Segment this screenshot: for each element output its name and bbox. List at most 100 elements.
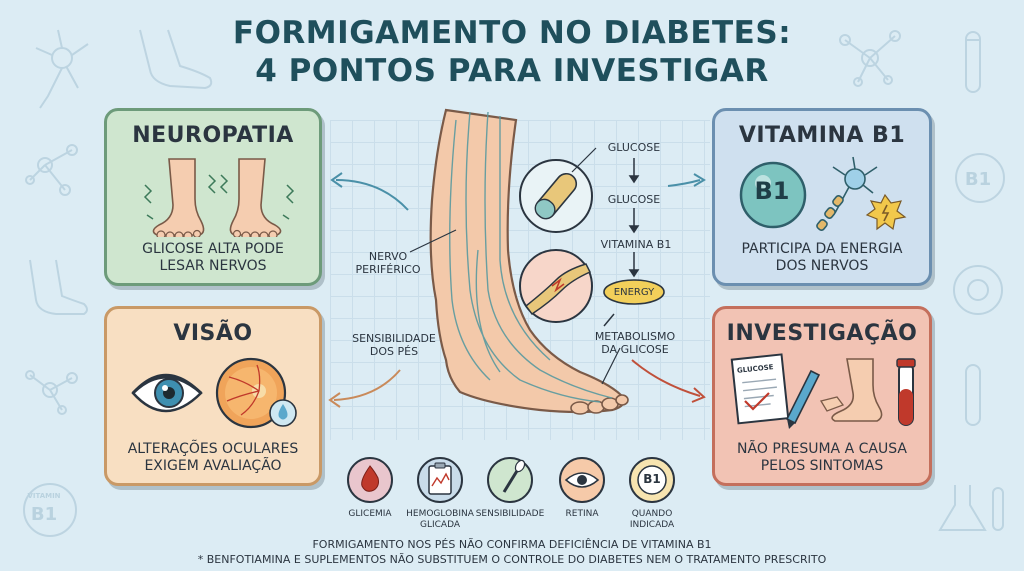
desc-line-2: LESAR NERVOS — [159, 258, 267, 274]
molecule-decor-icon — [25, 144, 78, 196]
page-title: FORMIGAMENTO NO DIABETES: 4 PONTOS PARA … — [0, 14, 1024, 90]
label-energy: ENERGY — [613, 287, 655, 298]
neuron-icon — [816, 156, 878, 231]
clipboard-chart-icon — [417, 457, 463, 503]
panel-title: INVESTIGAÇÃO — [726, 321, 918, 346]
label-metabolismo-glicose: METABOLISMO DA GLICOSE — [580, 330, 690, 356]
panel-description: GLICOSE ALTA PODE LESAR NERVOS — [107, 241, 319, 275]
b1-decor-text: B1 — [965, 169, 991, 190]
panel-description: ALTERAÇÕES OCULARES EXIGEM AVALIAÇÃO — [107, 441, 319, 475]
damaged-nerve-icon — [519, 249, 593, 323]
icon-label-line-1: SENSIBILIDADE — [475, 509, 545, 519]
leader-line — [601, 347, 621, 385]
icon-label-line-2: INDICADA — [629, 520, 675, 530]
desc-line-1: NÃO PRESUMA A CAUSA — [737, 441, 907, 457]
foot-decor-icon — [29, 259, 88, 315]
footer-line-1: FORMIGAMENTO NOS PÉS NÃO CONFIRMA DEFICI… — [312, 538, 712, 551]
b1-decor-text: B1 — [31, 504, 57, 525]
icon-label-quando-indicada: QUANDO INDICADA — [607, 509, 697, 531]
water-drop-icon — [269, 399, 297, 427]
panel-title: NEUROPATIA — [132, 123, 294, 148]
desc-line-1: PARTICIPA DA ENERGIA — [741, 241, 903, 257]
test-tube-decor-icon — [965, 31, 981, 93]
label-line-2: PERIFÉRICO — [355, 263, 421, 276]
label-line-2: DA GLICOSE — [601, 343, 669, 356]
leader-line — [571, 147, 597, 173]
eye-icon — [559, 457, 605, 503]
tingling-feet-icon — [143, 158, 295, 237]
monofilament-icon — [487, 457, 533, 503]
flask-decor-icon — [938, 485, 1004, 531]
leader-line — [409, 229, 457, 253]
panel-neuropatia: NEUROPATIA GLICOSE ALTA PODE LESAR NERVO… — [104, 108, 322, 286]
eye-decor-icon — [953, 265, 1003, 315]
foot-decor-icon — [139, 29, 213, 90]
icon-label-glicemia: GLICEMIA — [325, 509, 415, 520]
arrow-to-visao — [328, 369, 401, 408]
energy-pill — [603, 279, 665, 305]
desc-line-1: GLICOSE ALTA PODE — [142, 241, 284, 257]
arrow-to-investigacao — [631, 359, 706, 403]
investigation-illustration — [730, 353, 916, 429]
label-line-1: NERVO — [368, 250, 408, 263]
vitamin-nerve-illustration — [739, 156, 907, 231]
label-glucose-mid: GLUCOSE — [607, 193, 661, 206]
pen-icon — [785, 369, 821, 429]
panel-description: NÃO PRESUMA A CAUSA PELOS SINTOMAS — [715, 441, 929, 475]
panel-vitamina-b1: VITAMINA B1 B1 PARTICIPA DA ENERGIA DOS … — [712, 108, 932, 286]
label-line-2: DOS PÉS — [369, 345, 419, 358]
molecule-decor-icon — [25, 370, 78, 415]
energy-burst-icon — [865, 193, 907, 231]
label-vitamina-b1: VITAMINA B1 — [600, 238, 672, 251]
footer-line-2: * BENFOTIAMINA E SUPLEMENTOS NÃO SUBSTIT… — [197, 553, 827, 566]
label-sensibilidade-pes: SENSIBILIDADE DOS PÉS — [344, 332, 444, 358]
icon-label-line-2: GLICADA — [419, 520, 460, 530]
arrow-to-vitamina — [667, 173, 706, 187]
foot-icon — [819, 358, 883, 422]
arrow-to-neuropatia — [330, 172, 409, 211]
nerve-cross-section-icon — [519, 159, 593, 233]
title-line-1: FORMIGAMENTO NO DIABETES: — [232, 15, 792, 51]
eye-icon — [131, 373, 203, 413]
b1-decor-icon — [955, 153, 1005, 203]
leg-illustration — [429, 108, 629, 415]
vitamin-b1-icon — [629, 457, 675, 503]
icon-label-sensibilidade: SENSIBILIDADE — [465, 509, 555, 520]
nerve-lines — [449, 111, 613, 403]
desc-line-2: EXIGEM AVALIAÇÃO — [144, 458, 282, 474]
label-line-1: SENSIBILIDADE — [352, 332, 436, 345]
title-line-2: 4 PONTOS PARA INVESTIGAR — [255, 53, 769, 89]
b1-decor-icon — [23, 483, 77, 537]
icon-label-line-1: HEMOGLOBINA — [406, 509, 474, 519]
label-nervo-periferico: NERVO PERIFÉRICO — [348, 250, 428, 276]
panel-description: PARTICIPA DA ENERGIA DOS NERVOS — [715, 241, 929, 275]
test-tube-decor-icon — [965, 364, 981, 426]
desc-line-2: PELOS SINTOMAS — [760, 458, 884, 474]
icon-label-hemoglobina: HEMOGLOBINA GLICADA — [395, 509, 485, 531]
icon-label-retina: RETINA — [537, 509, 627, 520]
eye-illustration — [131, 357, 297, 429]
icon-label-line-1: QUANDO — [631, 509, 673, 519]
panel-visao: VISÃO ALTERAÇÕES OCULARES EXIGEM AVALIAÇ… — [104, 306, 322, 486]
vitamin-b1-icon-text: B1 — [643, 472, 661, 486]
vitamin-decor-text: VITAMIN — [27, 492, 60, 500]
icon-label-line-1: GLICEMIA — [348, 509, 392, 519]
icon-label-line-1: RETINA — [565, 509, 599, 519]
retina-icon — [215, 357, 287, 429]
molecule-decor-icon — [839, 30, 901, 87]
desc-line-1: ALTERAÇÕES OCULARES — [127, 441, 299, 457]
blood-tube-icon — [896, 358, 916, 426]
vitamin-b1-badge-icon — [739, 161, 807, 229]
blood-drop-icon — [347, 457, 393, 503]
panel-investigacao: INVESTIGAÇÃO GLUCOSE NÃO PRESUMA A CAUSA… — [712, 306, 932, 486]
panel-title: VITAMINA B1 — [738, 123, 906, 148]
vitamin-b1-badge-text: B1 — [754, 177, 790, 205]
neuron-decor-icon — [35, 29, 89, 109]
lab-report-icon — [730, 353, 790, 425]
label-line-1: METABOLISMO — [594, 330, 676, 343]
desc-line-2: DOS NERVOS — [775, 258, 869, 274]
panel-title: VISÃO — [173, 321, 253, 346]
